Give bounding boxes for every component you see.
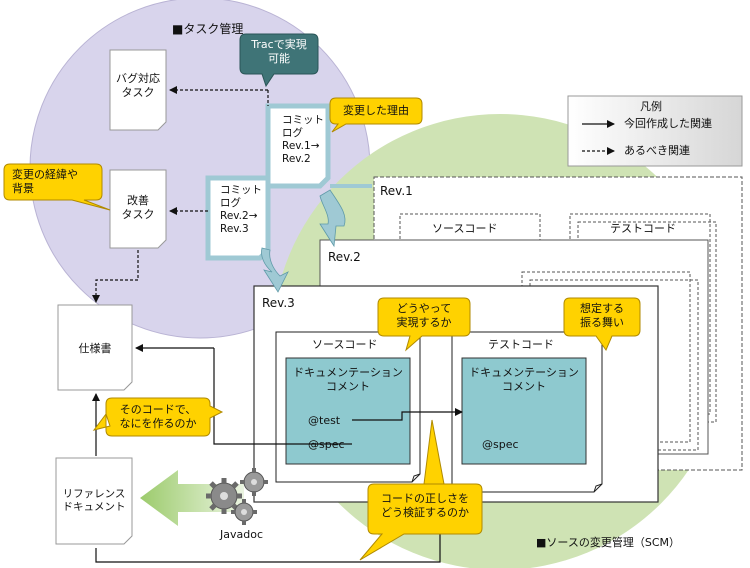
expected-behavior-callout [563, 297, 641, 352]
test-doc-comment-label: ドキュメンテーション コメント [469, 366, 579, 393]
at-spec-source-label: @spec [308, 438, 345, 451]
bug-task-doc [109, 49, 167, 131]
commit-arrow-to-rev3 [261, 247, 289, 293]
test-code-label: テストコード [488, 338, 554, 351]
task-management-label: ■タスク管理 [172, 22, 244, 36]
reference-doc [55, 457, 133, 545]
trac-callout [239, 33, 319, 88]
rev1-source-label: ソースコード [432, 222, 498, 235]
change-history-callout [3, 163, 111, 211]
source-code-label: ソースコード [312, 338, 378, 351]
trac-callout-text: Tracで実現 可能 [251, 38, 307, 65]
commit-log2-label: コミット ログ Rev.2→ Rev.3 [220, 184, 262, 236]
how-realize-callout [377, 297, 471, 352]
source-doc-comment-label: ドキュメンテーション コメント [293, 366, 403, 393]
commit-log1-label: コミット ログ Rev.1→ Rev.2 [282, 114, 324, 166]
change-history-text: 変更の経緯や 背景 [12, 168, 78, 195]
legend-box [567, 95, 743, 167]
rev2-label: Rev.2 [328, 250, 361, 264]
how-verify-text: コードの正しさを どう検証するのか [381, 492, 469, 519]
legend-solid-label: 今回作成した関連 [624, 117, 712, 130]
expected-behavior-text: 想定する 振る舞い [580, 302, 624, 329]
source-doc-comment-box [285, 357, 411, 465]
commit-arrow-to-rev2 [319, 189, 346, 248]
reference-label: リファレンス ドキュメント [62, 488, 126, 514]
test-doc-comment-box [461, 357, 587, 465]
change-reason-callout [329, 97, 423, 133]
bug-task-label: バグ対応 タスク [116, 72, 160, 99]
arrow-spec-line [213, 348, 352, 445]
at-test-label: @test [308, 414, 341, 427]
how-verify-callout [359, 419, 483, 561]
commit-log1-doc [265, 103, 331, 189]
gear-icon [206, 468, 268, 525]
spec-label: 仕様書 [78, 342, 112, 355]
improve-task-doc [109, 169, 167, 249]
what-create-text: そのコードで、 なにを作るのか [119, 403, 197, 430]
legend-title: 凡例 [640, 100, 662, 113]
how-realize-text: どうやって 実現するか [396, 302, 452, 329]
rev3-label: Rev.3 [262, 296, 295, 310]
rev1-label: Rev.1 [380, 184, 413, 198]
rev1-test-label: テストコード [610, 222, 676, 235]
javadoc-label: Javadoc [220, 528, 263, 541]
spec-doc [57, 304, 133, 391]
legend-dashed-label: あるべき関連 [624, 144, 690, 157]
arrow-test-to-testcode [352, 408, 463, 421]
dashed-arrow-improve-to-spec [92, 250, 139, 303]
improve-task-label: 改善 タスク [121, 194, 155, 221]
at-spec-test-label: @spec [482, 438, 519, 451]
change-reason-text: 変更した理由 [343, 104, 409, 117]
scm-label: ■ソースの変更管理（SCM） [536, 536, 680, 549]
what-create-callout [92, 397, 224, 437]
